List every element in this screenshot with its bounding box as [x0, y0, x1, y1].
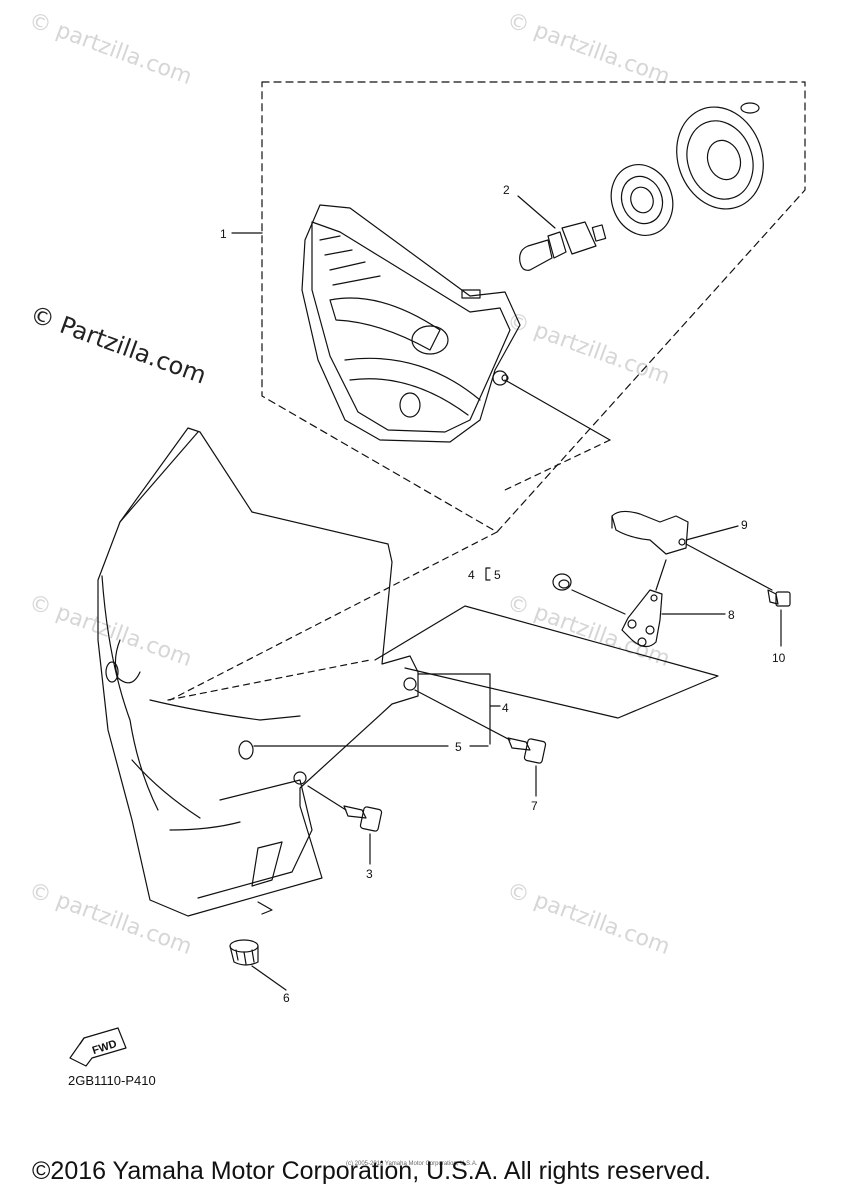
tiny-notice: (c) 2005-2016 Yamaha Motor Corporation, …: [346, 1161, 478, 1167]
bolt-7: [414, 689, 547, 764]
leader-6: [251, 965, 287, 991]
bulb: [519, 221, 607, 271]
grommet-6: [229, 939, 259, 966]
leader-2: [517, 195, 556, 229]
callout-7: 7: [531, 799, 538, 813]
callout-5: 5: [455, 740, 462, 754]
clamp-9: [611, 510, 689, 555]
rear-cap: [676, 102, 764, 210]
group-4-bracket: [485, 567, 491, 581]
headlight-housing: [301, 204, 521, 443]
callout-9: 9: [741, 518, 748, 532]
leader-dashed: [169, 531, 498, 701]
bracket-8: [621, 589, 663, 648]
callout-4: 4: [502, 701, 509, 715]
footer-copyright: ©2016 Yamaha Motor Corporation, U.S.A. A…: [32, 1157, 711, 1185]
diagram-code: 2GB1110-P410: [68, 1073, 156, 1088]
group-callout-sub: 5: [494, 568, 501, 582]
bracket-panel-dashed: [167, 659, 371, 701]
bracket-panel: [374, 605, 719, 719]
callout-3: 3: [366, 867, 373, 881]
callout-10: 10: [772, 651, 786, 665]
bolt-3: [307, 785, 383, 832]
group-callout-number: 4: [468, 568, 475, 582]
callout-6: 6: [283, 991, 290, 1005]
bracket-4-leader: [417, 673, 491, 745]
leader-headlight-panel: [504, 379, 611, 441]
callout-1: 1: [220, 227, 227, 241]
bolt-10: [767, 589, 791, 607]
callout-2: 2: [503, 183, 510, 197]
grommet-5: [238, 740, 254, 760]
collar-5-upper: [552, 573, 572, 591]
leader-9: [685, 525, 739, 541]
assembly-1-dashed-outline: [261, 81, 806, 533]
headlight-cover: [97, 427, 419, 917]
socket-cover: [610, 164, 674, 236]
callout-8: 8: [728, 608, 735, 622]
fwd-arrow-icon: [69, 1027, 127, 1067]
